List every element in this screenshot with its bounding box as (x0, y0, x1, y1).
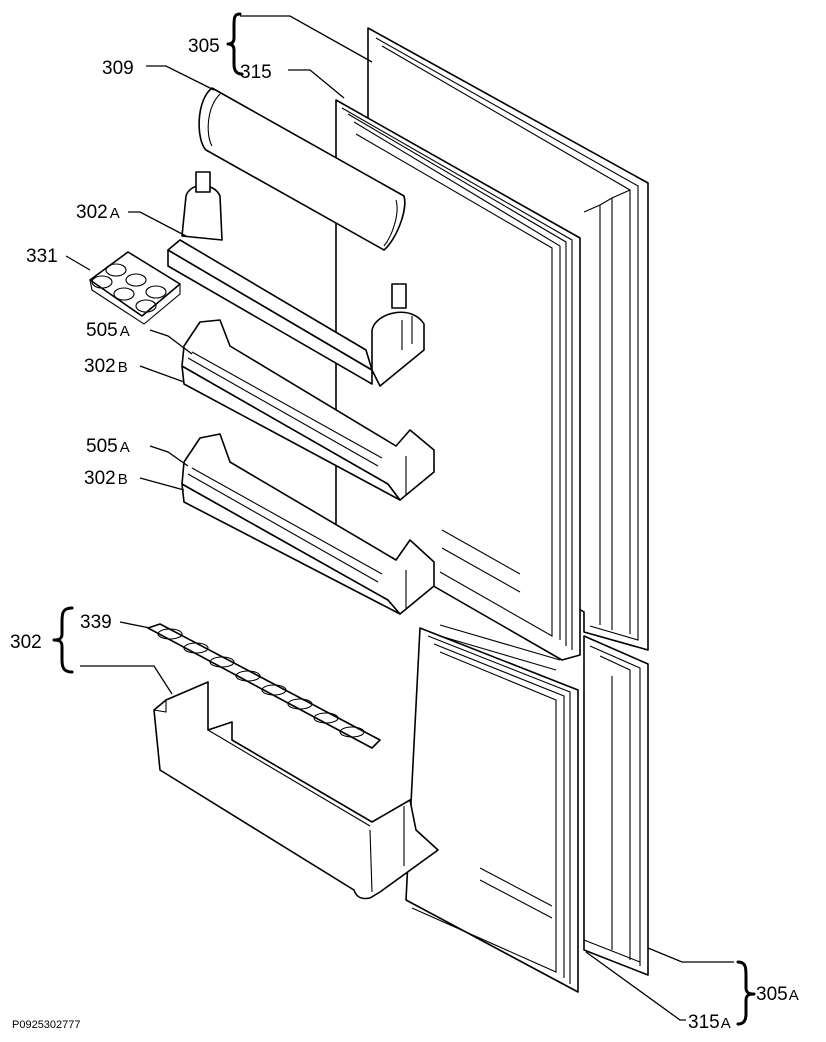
label-331: 331 (26, 246, 58, 267)
label-315a: 315A (688, 1012, 731, 1033)
dairy-compartment-lid (198, 87, 406, 251)
label-305a: 305A (756, 984, 799, 1005)
bottle-retainer (147, 623, 381, 749)
label-305: 305 (188, 36, 220, 57)
bottle-shelf-302 (153, 681, 439, 900)
brace-305a (736, 960, 756, 1026)
label-339: 339 (80, 612, 112, 633)
door-shelf-302b-upper (181, 319, 435, 501)
lower-door-panel (583, 635, 649, 976)
drawing-code: P0925302777 (12, 1019, 81, 1031)
brace-305 (226, 12, 244, 76)
label-302: 302 (10, 632, 42, 653)
leader-lines (65, 15, 734, 1021)
door-shelf-302b-lower (181, 433, 435, 615)
brace-302 (52, 606, 74, 674)
door-shelf-302a (167, 171, 425, 387)
lower-door-gasket (405, 627, 579, 993)
label-315: 315 (240, 62, 272, 83)
label-309: 309 (102, 58, 134, 79)
label-braces (52, 12, 756, 1026)
egg-tray (89, 251, 181, 325)
